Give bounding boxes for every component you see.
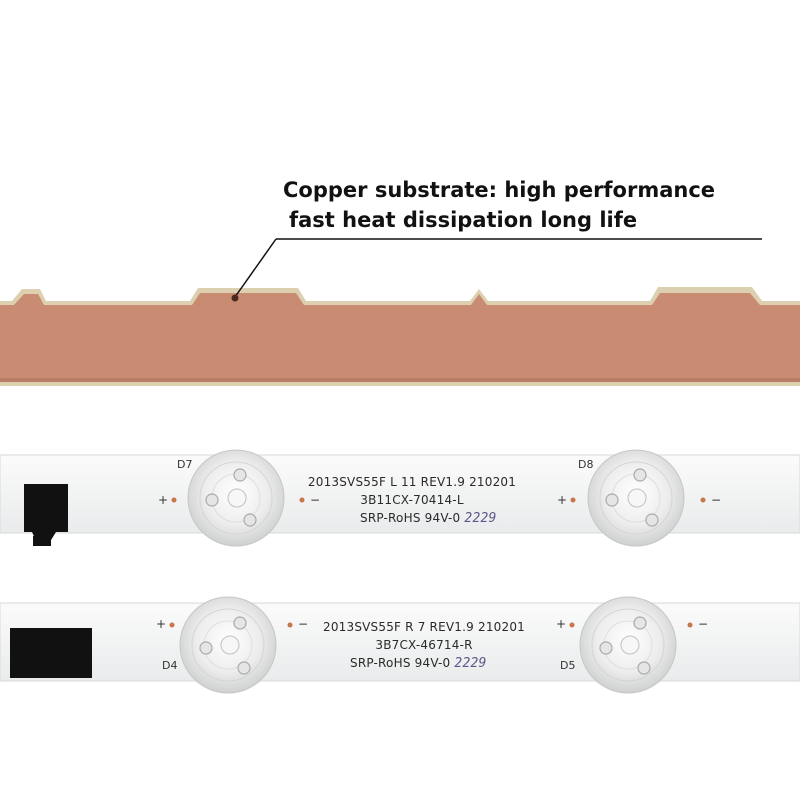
polarity-plus-d5: + bbox=[556, 617, 567, 631]
top-strip-rohs-text: SRP-RoHS 94V-0 bbox=[360, 511, 461, 525]
polarity-minus-d7: − bbox=[310, 493, 321, 507]
led-strip-top bbox=[0, 449, 800, 547]
led-lens-d7 bbox=[187, 449, 285, 547]
top-strip-model-line: 2013SVS55F L 11 REV1.9 210201 bbox=[307, 475, 517, 489]
bottom-strip-rohs-text: SRP-RoHS 94V-0 bbox=[350, 656, 451, 670]
bottom-strip-rohs: SRP-RoHS 94V-0 2229 bbox=[350, 656, 487, 671]
top-strip-date-stamp: 2229 bbox=[464, 511, 497, 526]
connector-block-top bbox=[24, 484, 68, 545]
polarity-plus-d7: + bbox=[158, 493, 169, 507]
polarity-plus-d8: + bbox=[557, 493, 568, 507]
led-label-d4: D4 bbox=[162, 659, 178, 672]
led-label-d5: D5 bbox=[560, 659, 576, 672]
top-strip-part-number: 3B11CX-70414-L bbox=[360, 493, 464, 507]
led-lens-d5 bbox=[579, 596, 677, 694]
polarity-minus-d5: − bbox=[698, 617, 709, 631]
top-strip-rohs: SRP-RoHS 94V-0 2229 bbox=[360, 511, 497, 526]
polarity-minus-d8: − bbox=[711, 493, 722, 507]
led-lens-d4 bbox=[179, 596, 277, 694]
copper-substrate-strip bbox=[0, 287, 800, 386]
caption-line-1: Copper substrate: high performance bbox=[283, 178, 716, 202]
led-strip-bottom bbox=[0, 596, 800, 694]
led-label-d7: D7 bbox=[177, 458, 193, 471]
connector-block-bottom bbox=[10, 628, 92, 678]
caption-line-2: fast heat dissipation long life bbox=[289, 208, 638, 232]
led-label-d8: D8 bbox=[578, 458, 594, 471]
bottom-strip-part-number: 3B7CX-46714-R bbox=[375, 638, 473, 652]
led-lens-d8 bbox=[587, 449, 685, 547]
bottom-strip-model-line: 2013SVS55F R 7 REV1.9 210201 bbox=[322, 620, 526, 634]
copper-strip-shadow bbox=[0, 378, 800, 382]
polarity-plus-d4: + bbox=[156, 617, 167, 631]
copper-strip-body bbox=[0, 293, 800, 381]
polarity-minus-d4: − bbox=[298, 617, 309, 631]
bottom-strip-date-stamp: 2229 bbox=[454, 656, 487, 671]
callout-leader bbox=[231, 238, 762, 302]
